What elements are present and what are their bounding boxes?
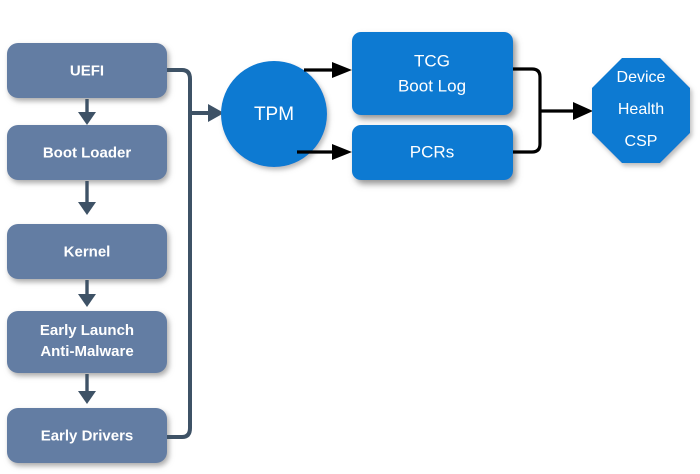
tcg-boot-log-label-line2: Boot Log <box>398 76 466 95</box>
connector-uefi-to-boot-loader <box>78 99 96 125</box>
node-pcrs[interactable]: PCRs <box>352 125 513 180</box>
connector-kernel-to-elam <box>78 280 96 307</box>
tpm-label: TPM <box>254 104 294 125</box>
connector-boot-chain-to-tpm <box>167 68 224 439</box>
node-uefi[interactable]: UEFI <box>7 43 167 98</box>
elam-label-line1: Early Launch <box>40 322 134 339</box>
connector-boot-loader-to-kernel <box>78 181 96 215</box>
uefi-box[interactable] <box>7 43 167 98</box>
node-tcg-boot-log[interactable]: TCG Boot Log <box>352 32 513 115</box>
device-health-csp-octagon[interactable] <box>592 58 690 163</box>
early-drivers-label: Early Drivers <box>41 427 134 444</box>
tcg-boot-log-box[interactable] <box>352 32 513 115</box>
device-health-csp-label-line2: Health <box>618 101 664 118</box>
tcg-boot-log-label-line1: TCG <box>414 51 450 70</box>
connector-elam-to-early-drivers <box>78 374 96 404</box>
boot-loader-label: Boot Loader <box>43 144 131 161</box>
node-early-drivers[interactable]: Early Drivers <box>7 408 167 463</box>
node-early-launch-anti-malware[interactable]: Early Launch Anti-Malware <box>7 311 167 373</box>
elam-label-line2: Anti-Malware <box>40 343 133 360</box>
pcrs-box[interactable] <box>352 125 513 180</box>
device-health-csp-label-line3: CSP <box>625 133 658 150</box>
pcrs-label: PCRs <box>410 142 454 161</box>
early-drivers-box[interactable] <box>7 408 167 463</box>
node-device-health-csp[interactable]: Device Health CSP <box>592 58 690 163</box>
elam-box[interactable] <box>7 311 167 373</box>
device-health-csp-label-line1: Device <box>617 69 666 86</box>
kernel-label: Kernel <box>64 243 111 260</box>
boot-loader-box[interactable] <box>7 125 167 180</box>
connector-artifacts-to-device-health-csp <box>513 67 593 154</box>
tpm-circle[interactable] <box>221 61 327 167</box>
node-boot-loader[interactable]: Boot Loader <box>7 125 167 180</box>
connector-tpm-to-pcrs <box>297 144 352 160</box>
uefi-label: UEFI <box>70 62 104 79</box>
node-tpm[interactable]: TPM <box>221 61 327 167</box>
kernel-box[interactable] <box>7 224 167 279</box>
node-kernel[interactable]: Kernel <box>7 224 167 279</box>
connector-tpm-to-tcg-boot-log <box>304 62 352 78</box>
